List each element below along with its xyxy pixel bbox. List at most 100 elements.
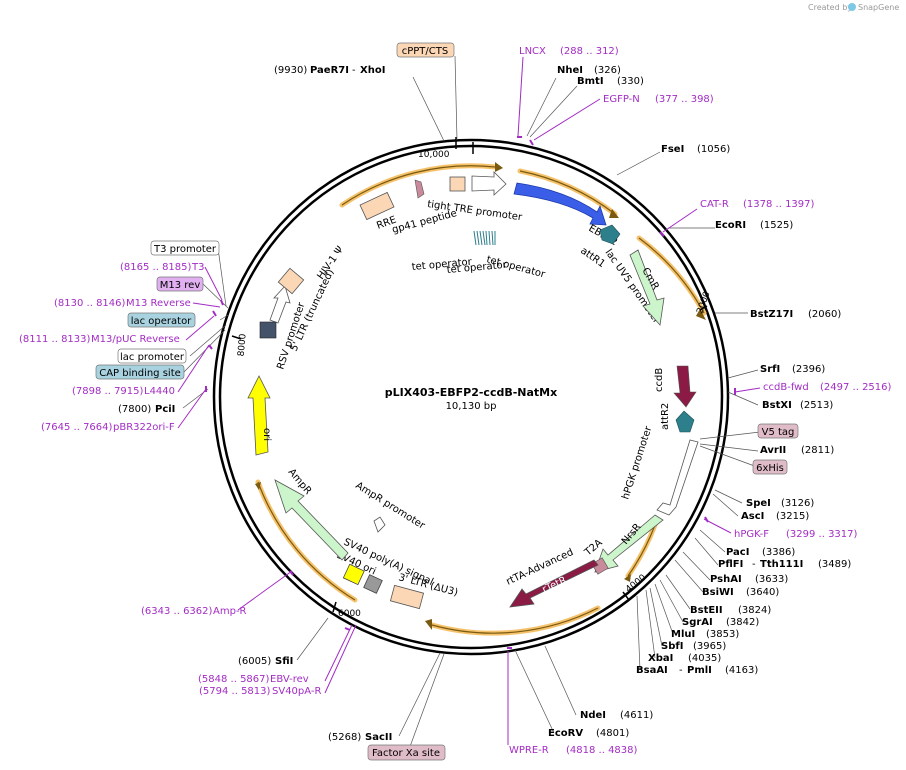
primer-m13-reverse-range: (8130 .. 8146): [54, 298, 126, 309]
tick-10000: 10,000: [418, 150, 450, 160]
site-pcii[interactable]: PciI: [155, 404, 175, 415]
site-pflfi[interactable]: PflFI: [718, 559, 743, 570]
site-sfii-pos: (6005): [238, 656, 271, 667]
site-bsaai[interactable]: BsaAI: [636, 665, 668, 676]
site-pshai[interactable]: PshAI: [710, 574, 742, 585]
attr1-label: attR1: [578, 245, 607, 270]
site-bstxi[interactable]: BstXI: [762, 400, 792, 411]
boxed-6xhis[interactable]: 6xHis: [752, 459, 788, 475]
site-sacii[interactable]: SacII: [365, 732, 392, 743]
primer-hpgk-f-range: (3299 .. 3317): [786, 529, 858, 540]
primer-t3[interactable]: T3: [191, 262, 204, 273]
boxed-lac-promoter-text: lac promoter: [120, 352, 185, 363]
orf-arrowheads: [255, 162, 706, 630]
site-paci[interactable]: PacI: [726, 547, 749, 558]
site-paer7i[interactable]: PaeR7I: [310, 65, 349, 76]
ebfp2-feature: [513, 182, 607, 226]
primer-pbr322ori-f-range: (7645 .. 7664): [41, 422, 113, 433]
hpgk-feature: [656, 439, 699, 516]
primer-m13puc-rev[interactable]: M13/pUC Reverse: [91, 334, 180, 345]
site-mlui-pos: (3853): [706, 629, 739, 640]
site-bmti[interactable]: BmtI: [577, 76, 604, 87]
sv40-polya-box: [342, 563, 365, 586]
tight-tre-feature: [471, 171, 507, 196]
snapgene-logo-icon: [848, 3, 856, 11]
hiv-psi-feature: [277, 267, 305, 295]
primer-wpre-r[interactable]: WPRE-R: [509, 745, 549, 756]
site-bsteii[interactable]: BstEII: [690, 605, 723, 616]
site-bstz17i[interactable]: BstZ17I: [750, 309, 793, 320]
primer-lncx[interactable]: LNCX: [519, 46, 546, 57]
site-ndei[interactable]: NdeI: [580, 710, 606, 721]
ori-label: ori: [261, 428, 272, 441]
tick-marks: [231, 137, 708, 613]
site-sacii-pos: (5268): [328, 732, 361, 743]
site-spei[interactable]: SpeI: [746, 498, 771, 509]
boxed-t3-promoter[interactable]: T3 promoter: [150, 240, 220, 256]
boxed-factor-xa[interactable]: Factor Xa site: [367, 744, 446, 761]
site-bsteii-pos: (3824): [738, 605, 771, 616]
site-asci[interactable]: AscI: [741, 511, 764, 522]
site-tth111i[interactable]: Tth111I: [760, 559, 803, 570]
site-ecori-pos: (1525): [760, 220, 793, 231]
site-fsei[interactable]: FseI: [661, 144, 684, 155]
boxed-m13-rev-text: M13 rev: [160, 280, 201, 291]
snapgene-brand: SnapGene: [858, 3, 899, 12]
primer-hpgk-f[interactable]: hPGK-F: [734, 529, 769, 540]
primer-sv40pa-r[interactable]: SV40pA-R: [272, 686, 321, 697]
tick-8000: 8000: [237, 333, 249, 357]
ltr3-feature: [389, 584, 425, 610]
site-sfii[interactable]: SfiI: [275, 656, 293, 667]
boxed-lac-operator[interactable]: lac operator: [127, 312, 196, 328]
tet-op-label-1: tet operator: [411, 257, 473, 273]
primer-amp-r[interactable]: Amp-R: [213, 606, 247, 617]
tet-operator-feature: [473, 230, 496, 246]
site-pcii-pos: (7800): [118, 404, 151, 415]
primer-pbr322ori-f[interactable]: pBR322ori-F: [113, 422, 175, 433]
site-sbfi[interactable]: SbfI: [661, 641, 683, 652]
site-ndei-pos: (4611): [620, 710, 653, 721]
primer-egfp-n-range: (377 .. 398): [655, 94, 714, 105]
primer-ccdb-fwd[interactable]: ccdB-fwd: [763, 382, 809, 393]
rsv-promoter-feature: [269, 285, 291, 324]
boxed-cap-site[interactable]: CAP binding site: [95, 364, 185, 380]
site-avrii[interactable]: AvrII: [760, 445, 786, 456]
site-sgrai[interactable]: SgrAI: [682, 617, 713, 628]
boxed-t3-promoter-text: T3 promoter: [153, 244, 217, 255]
site-srfi[interactable]: SrfI: [760, 364, 780, 375]
primer-m13-reverse[interactable]: M13 Reverse: [126, 298, 191, 309]
site-bsiwi[interactable]: BsiWI: [702, 587, 734, 598]
rtetr-feature: [509, 559, 599, 608]
cppt-feature: [449, 176, 466, 192]
boxed-v5-tag[interactable]: V5 tag: [757, 423, 799, 439]
site-pmli[interactable]: PmlI: [687, 665, 712, 676]
site-ecori[interactable]: EcoRI: [715, 220, 746, 231]
site-mlui[interactable]: MluI: [671, 629, 695, 640]
boxed-6xhis-text: 6xHis: [756, 463, 784, 474]
primer-l4440[interactable]: L4440: [144, 386, 175, 397]
orf-arc-arrows: [257, 165, 705, 634]
site-xbai-pos: (4035): [688, 653, 721, 664]
boxed-cppt[interactable]: cPPT/CTS: [396, 42, 455, 58]
primer-cat-r[interactable]: CAT-R: [700, 199, 729, 210]
primer-egfp-n[interactable]: EGFP-N: [603, 94, 640, 105]
primer-sv40pa-r-range: (5794 .. 5813): [199, 686, 271, 697]
primer-lncx-range: (288 .. 312): [560, 46, 619, 57]
ampr-feature: [274, 479, 349, 561]
boxed-m13-rev[interactable]: M13 rev: [156, 276, 204, 292]
primer-t3-range: (8165 .. 8185): [120, 262, 192, 273]
site-xhoi[interactable]: XhoI: [360, 65, 385, 76]
site-bmti-pos: (330): [617, 76, 644, 87]
primer-ebv-rev[interactable]: EBV-rev: [270, 674, 309, 685]
site-asci-pos: (3215): [776, 511, 809, 522]
site-xbai[interactable]: XbaI: [648, 653, 673, 664]
site-ecorv[interactable]: EcoRV: [548, 728, 583, 739]
rtetr-label: rTetR: [541, 575, 569, 596]
boxed-cap-site-text: CAP binding site: [99, 368, 181, 379]
boxed-lac-promoter[interactable]: lac promoter: [117, 348, 187, 364]
map-title: pLIX403-EBFP2-ccdB-NatMx: [385, 386, 557, 399]
site-dash-2: -: [752, 559, 756, 570]
site-nhei[interactable]: NheI: [557, 65, 583, 76]
primer-m13puc-rev-range: (8111 .. 8133): [19, 334, 91, 345]
